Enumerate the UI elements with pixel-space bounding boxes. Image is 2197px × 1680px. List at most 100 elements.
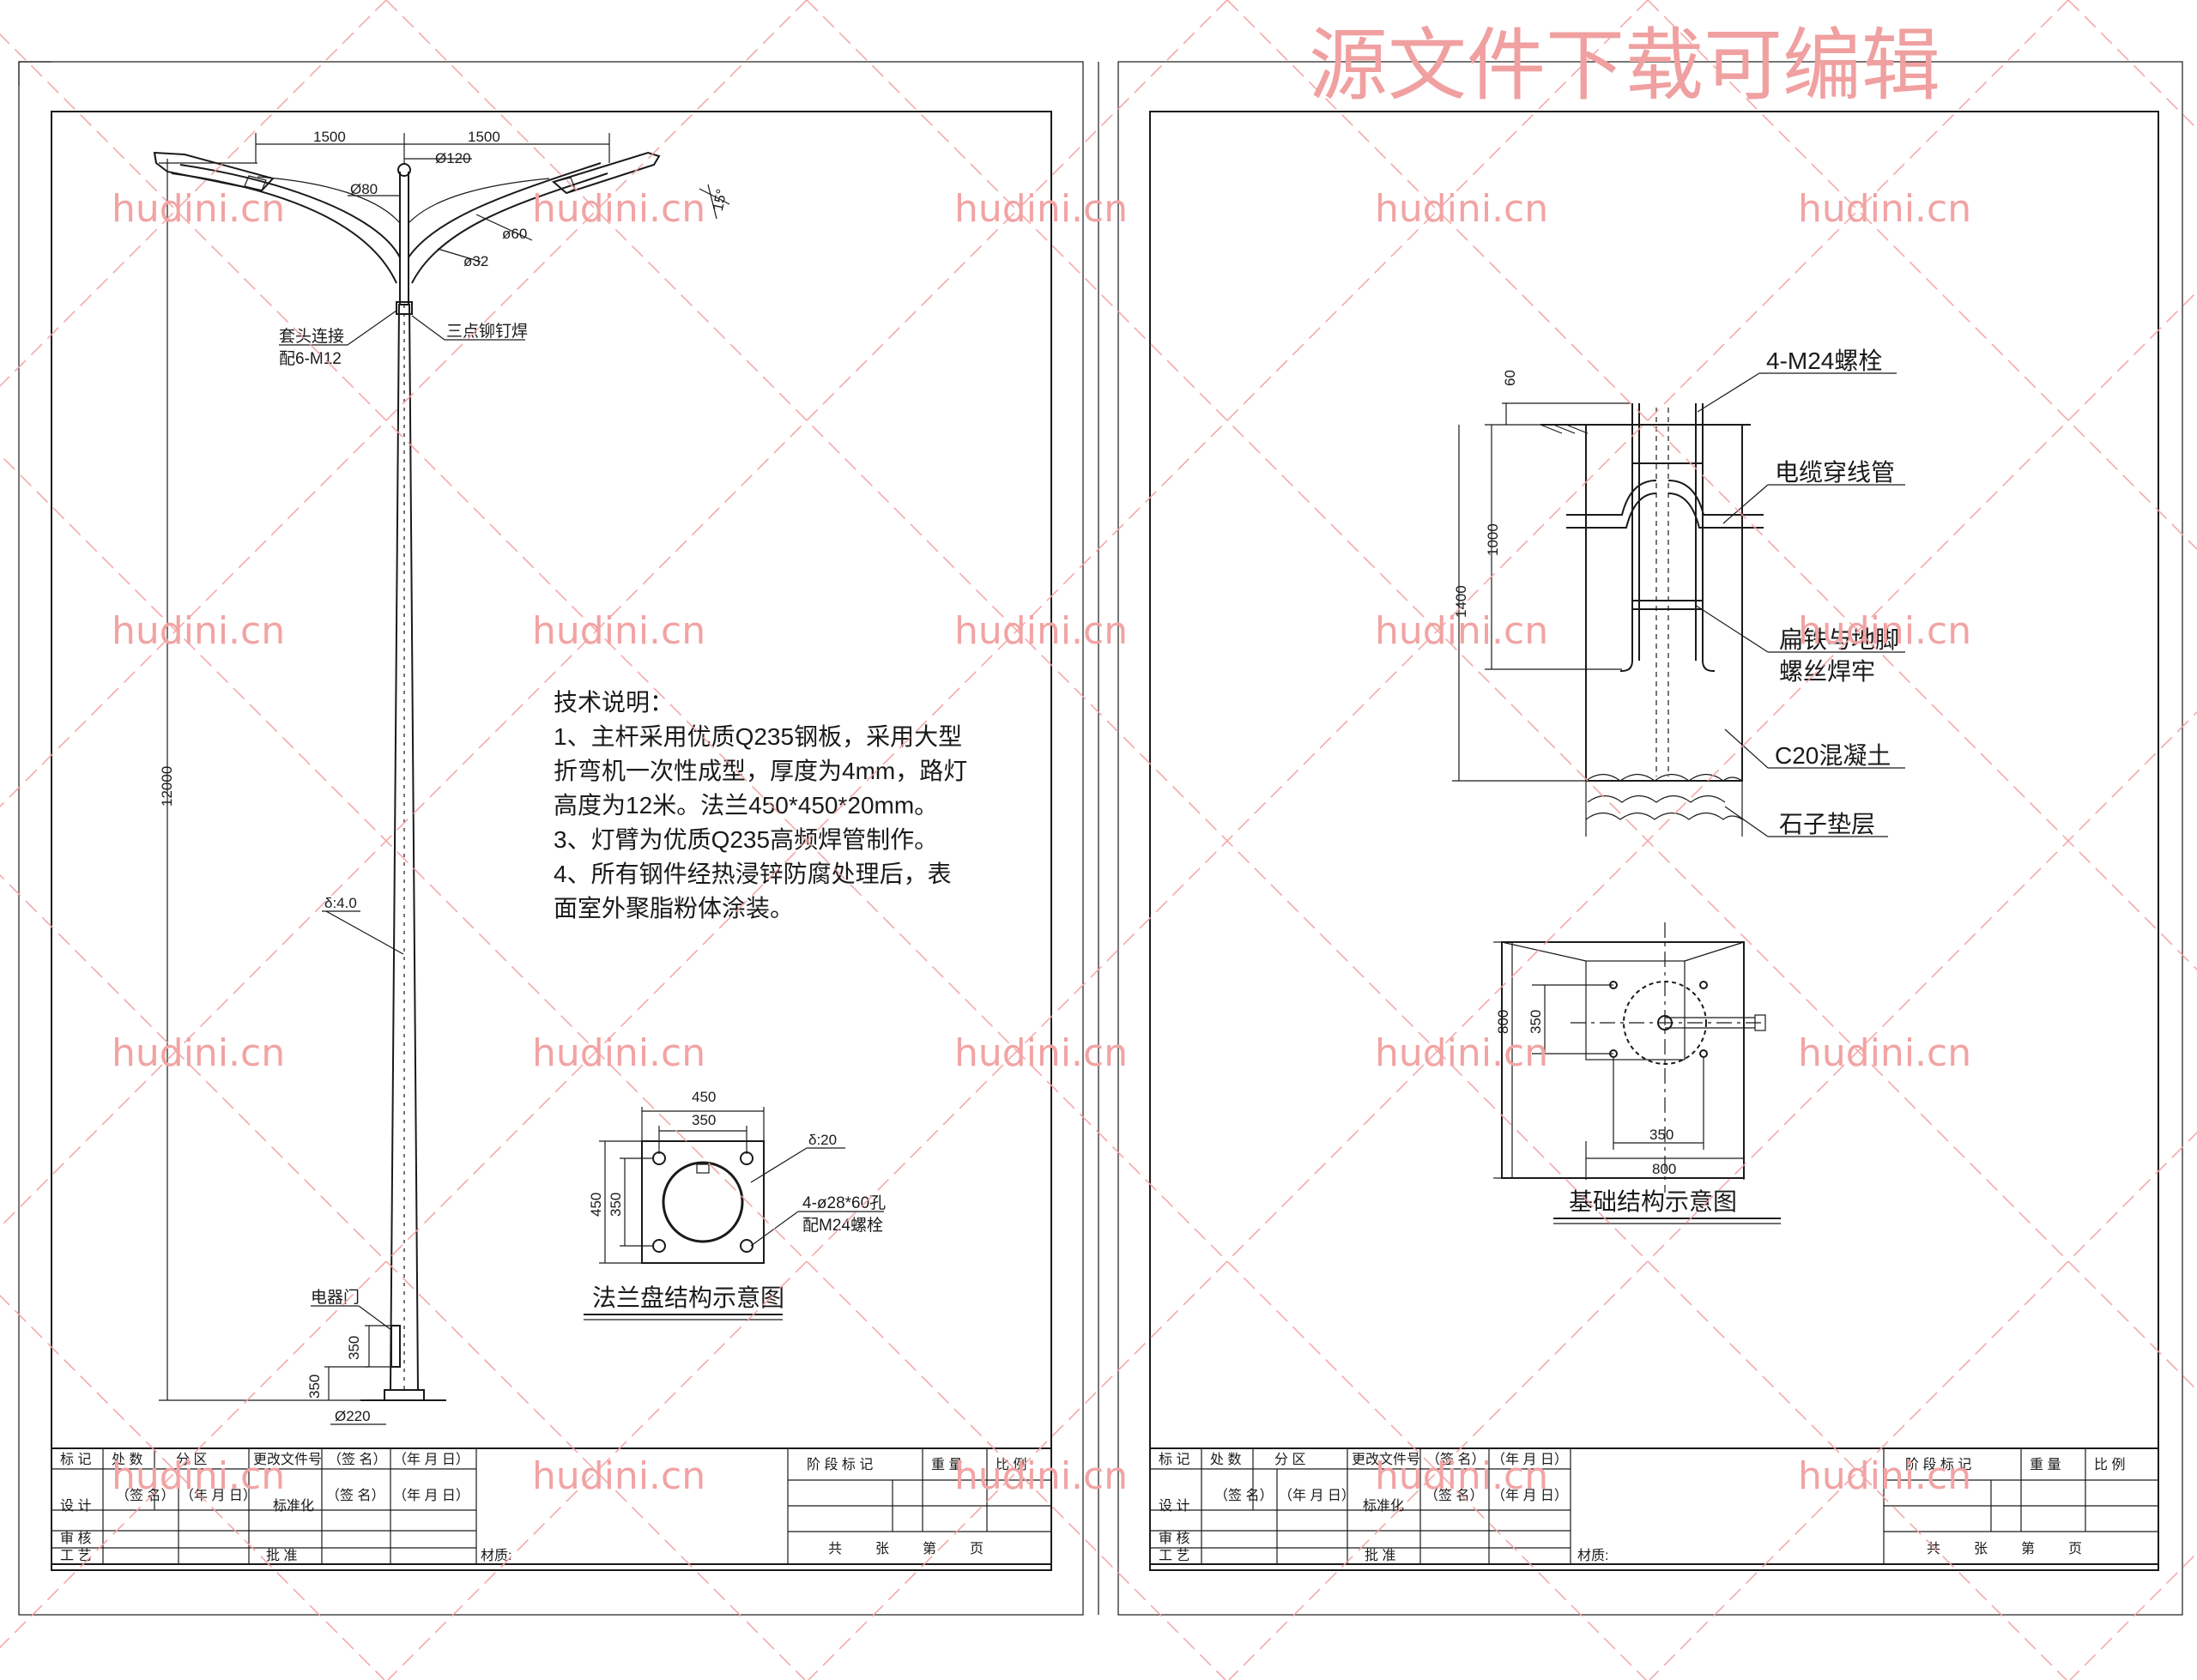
tech-note-line-3: 高度为12米。法兰450*450*20mm。 — [554, 792, 938, 819]
pole-drawing — [153, 151, 661, 1401]
dim-1400: 1400 — [1453, 585, 1469, 618]
tb-r-craft: 工 艺 — [1159, 1548, 1189, 1563]
watermark-line — [0, 0, 808, 808]
tb-l-date2: （年 月 日） — [180, 1488, 257, 1503]
watermark-line — [0, 453, 1226, 1680]
title-block-right: 标 记 处 数 分 区 更改文件号 （签 名） （年 月 日） 设 计 （签 名… — [1149, 1447, 2159, 1565]
label-electrical-door: 电器门 — [311, 1288, 360, 1307]
tb-r-date2: （年 月 日） — [1279, 1488, 1355, 1503]
tb-l-weight: 重 量 — [931, 1457, 962, 1472]
tb-l-material: 材质: — [481, 1548, 511, 1563]
tb-r-weight: 重 量 — [2030, 1457, 2061, 1472]
dim-thickness: δ:4.0 — [324, 895, 357, 911]
label-concrete: C20混凝土 — [1775, 742, 1891, 769]
flange-side-inner: 350 — [608, 1193, 624, 1217]
tb-l-sign3: （签 名） — [326, 1488, 384, 1503]
tb-l-design: 设 计 — [60, 1498, 91, 1514]
tb-l-sign2: （签 名） — [116, 1488, 174, 1503]
tb-r-mark: 标 记 — [1159, 1452, 1189, 1467]
dim-door-h2: 350 — [306, 1375, 323, 1399]
flange-bolts: 配M24螺栓 — [802, 1216, 883, 1235]
watermark-line — [0, 873, 806, 1680]
watermark-site-text: hudini.cn — [532, 609, 705, 653]
watermark-line — [0, 33, 1647, 1680]
foundation-drawing: 60 1000 1400 4-M24螺栓 电缆穿线管 扁铁与地脚 螺丝焊牢 C2… — [1452, 347, 1905, 837]
watermark-site-text: hudini.cn — [112, 1454, 285, 1498]
tb-l-change: 更改文件号 — [253, 1452, 322, 1467]
flange-outer: 450 — [692, 1089, 716, 1105]
flange-side-outer: 450 — [588, 1193, 604, 1217]
watermark-site-text: hudini.cn — [112, 1031, 285, 1075]
tb-r-change: 更改文件号 — [1352, 1452, 1420, 1467]
label-flat-iron-2: 螺丝焊牢 — [1779, 658, 1875, 685]
watermark-texts: hudini.cn hudini.cn hudini.cn hudini.cn hudi… — [112, 187, 1971, 1498]
watermark-site-text: hudini.cn — [1375, 187, 1548, 231]
watermark-line — [1228, 710, 2197, 1680]
title-block-left: 标 记 处 数 分 区 更改文件号 （签 名） （年 月 日） 设 计 （签 名… — [51, 1447, 1052, 1565]
plan-inner-side: 350 — [1528, 1010, 1544, 1034]
watermark-line — [808, 290, 2197, 1680]
watermark-site-text: hudini.cn — [954, 187, 1128, 231]
tech-notes-title: 技术说明： — [554, 689, 674, 716]
label-rivet-weld: 三点铆钉焊 — [446, 322, 528, 341]
watermark-line — [0, 1294, 385, 1680]
tb-r-sign3: （签 名） — [1425, 1488, 1483, 1503]
watermark-line — [0, 0, 387, 388]
tech-notes: 技术说明： 1、主杆采用优质Q235钢板，采用大型 折弯机一次性成型，厚度为4m… — [554, 689, 967, 922]
tech-note-line-2: 折弯机一次性成型，厚度为4mm，路灯 — [554, 758, 967, 784]
tech-note-line-4: 3、灯臂为优质Q235高频焊管制作。 — [554, 826, 938, 853]
tb-r-count: 处 数 — [1210, 1452, 1241, 1467]
plan-caption: 基础结构示意图 — [1569, 1188, 1737, 1215]
tb-l-date: （年 月 日） — [393, 1452, 469, 1467]
watermark-site-text: hudini.cn — [954, 1031, 1128, 1075]
tb-r-date: （年 月 日） — [1492, 1452, 1568, 1467]
tb-r-sign2: （签 名） — [1214, 1488, 1273, 1503]
tb-l-review: 审 核 — [60, 1531, 91, 1546]
tb-r-scale: 比 例 — [2094, 1457, 2125, 1472]
tb-r-design: 设 计 — [1159, 1498, 1189, 1514]
tb-r-review: 审 核 — [1159, 1531, 1189, 1546]
tb-l-total: 共 — [828, 1541, 842, 1556]
watermark-line — [1649, 1131, 2197, 1680]
tb-r-sign: （签 名） — [1426, 1452, 1485, 1467]
tb-r-zhang: 张 — [1974, 1541, 1988, 1556]
tech-note-line-1: 1、主杆采用优质Q235钢板，采用大型 — [554, 723, 962, 750]
dim-height: 12000 — [159, 766, 175, 807]
foundation-plan: 800 350 350 800 基础结构示意图 — [1493, 922, 1781, 1224]
dim-d80: Ø80 — [350, 181, 378, 197]
dim-base-d: Ø220 — [335, 1408, 371, 1424]
watermark-site-text: hudini.cn — [112, 187, 285, 231]
watermark-site-text: hudini.cn — [1798, 1454, 1971, 1498]
sheet-frames — [18, 61, 2183, 1616]
watermark-site-text: hudini.cn — [954, 1454, 1128, 1498]
watermark-site-text: hudini.cn — [954, 609, 1128, 653]
label-gravel: 石子垫层 — [1779, 811, 1875, 837]
watermark-line — [806, 0, 2197, 1392]
dim-arm-left: 1500 — [313, 129, 346, 145]
flange-caption: 法兰盘结构示意图 — [592, 1284, 784, 1311]
flange-thickness: δ:20 — [808, 1132, 837, 1148]
dim-1000: 1000 — [1485, 523, 1501, 556]
watermark-line — [1647, 0, 2197, 551]
dim-d32: ø32 — [463, 253, 488, 269]
label-sleeve-bolt: 配6-M12 — [279, 350, 342, 368]
tb-l-scale: 比 例 — [996, 1457, 1026, 1472]
dim-d60: ø60 — [502, 226, 527, 242]
watermark-site-text: hudini.cn — [532, 1454, 705, 1498]
tb-r-total: 共 — [1927, 1541, 1940, 1556]
tb-r-ye: 页 — [2068, 1542, 2082, 1556]
tech-note-line-6: 面室外聚脂粉体涂装。 — [554, 895, 794, 922]
tech-note-line-5: 4、所有钢件经热浸锌防腐处理后，表 — [554, 861, 952, 887]
label-conduit: 电缆穿线管 — [1775, 459, 1895, 486]
watermark-site-text: hudini.cn — [1798, 1031, 1971, 1075]
watermark-line — [387, 0, 2069, 1680]
pole-dimensions: 1500 1500 Ø120 Ø80 ø60 ø32 15° 12000 δ:4… — [159, 129, 730, 1425]
flange-drawing: 450 350 450 350 δ:20 4-ø28*60孔 配M24螺栓 法兰… — [584, 1089, 886, 1320]
watermark-site-text: hudini.cn — [1375, 609, 1548, 653]
tb-r-stage: 阶 段 标 记 — [1905, 1457, 1971, 1472]
label-sleeve-joint: 套头连接 — [279, 327, 344, 346]
tb-l-ye: 页 — [970, 1542, 984, 1556]
watermark-line — [1226, 0, 2197, 971]
